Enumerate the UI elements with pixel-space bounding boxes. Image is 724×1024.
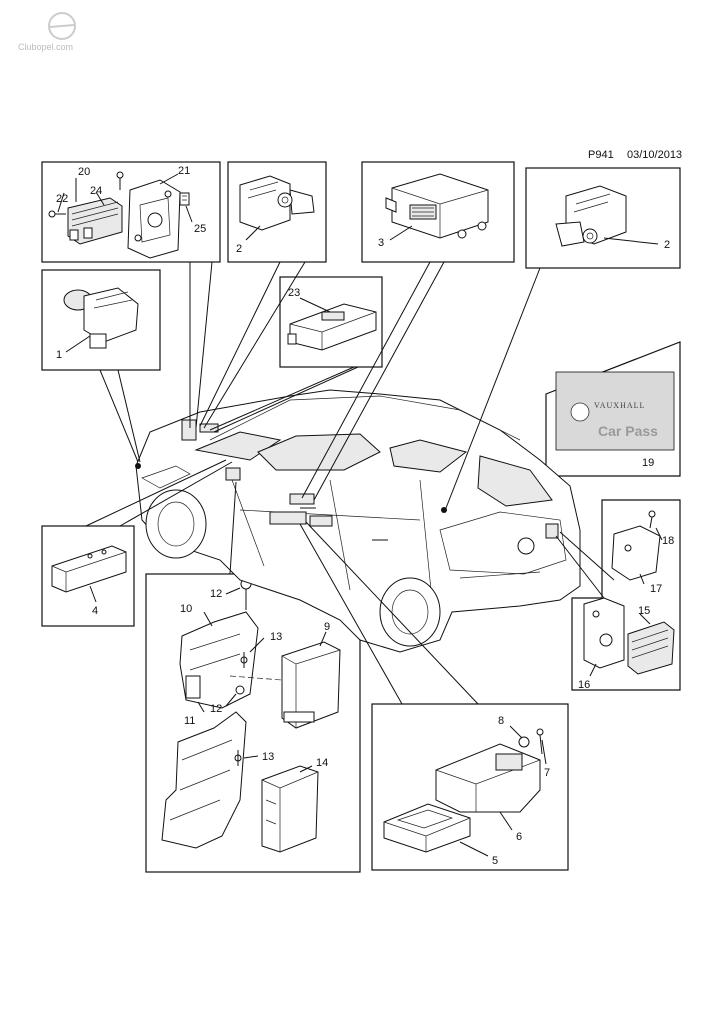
screw-22-shape <box>48 210 66 218</box>
callout-18: 18 <box>662 535 674 547</box>
watermark-text: Clubopel.com <box>18 42 73 52</box>
callout-21: 21 <box>178 165 190 177</box>
box-parts-15-18: 18 17 15 16 <box>571 499 681 691</box>
bracket-16-shape <box>583 597 625 669</box>
callout-1: 1 <box>56 349 62 361</box>
sensor-1-shape <box>63 287 139 349</box>
diagram-code: P941 <box>588 149 614 161</box>
module-14-shape <box>261 765 319 853</box>
car-component-23 <box>199 423 219 433</box>
callout-12-bottom: 12 <box>210 703 222 715</box>
vauxhall-griffin-icon <box>570 402 590 422</box>
module-5-shape <box>383 803 471 853</box>
car-component-front <box>181 419 197 441</box>
module-23-shape <box>287 303 377 351</box>
box-part-2-right: 2 <box>525 167 681 269</box>
callout-19: 19 <box>642 457 654 469</box>
callout-2-right: 2 <box>664 239 670 251</box>
nut-8-shape <box>518 736 530 748</box>
sensor-2-left-shape <box>239 175 315 231</box>
callout-2-left: 2 <box>236 243 242 255</box>
car-pass-title: Car Pass <box>598 423 658 439</box>
box-parts-20-25: 20 21 22 24 25 <box>41 161 221 263</box>
callout-11: 11 <box>184 715 195 727</box>
module-3-shape <box>385 173 489 239</box>
callout-15: 15 <box>638 605 650 617</box>
screw-7-shape <box>536 728 544 755</box>
car-component-centre-top <box>289 493 315 505</box>
bolt-13-bottom-shape <box>234 750 242 766</box>
callout-5: 5 <box>492 855 498 867</box>
callout-20: 20 <box>78 166 90 178</box>
box-part-23: 23 <box>279 276 383 368</box>
bracket-6-shape <box>435 743 541 813</box>
leader-lines <box>85 261 615 705</box>
car-pass-brand: VAUXHALL <box>594 401 645 410</box>
car-component-centre-right <box>309 515 333 527</box>
callout-9: 9 <box>324 621 330 633</box>
callout-7: 7 <box>544 767 550 779</box>
car-component-centre-bottom <box>269 511 307 525</box>
screw-20-shape <box>116 171 124 190</box>
nut-12-mid-shape <box>235 685 245 695</box>
callout-25: 25 <box>194 223 206 235</box>
watermark-logo: Clubopel.com <box>18 12 76 52</box>
callout-13-bottom: 13 <box>262 751 274 763</box>
car-component-rear <box>545 523 559 539</box>
callout-13-top: 13 <box>270 631 282 643</box>
box-part-3: 3 <box>361 161 515 263</box>
callout-22: 22 <box>56 193 68 205</box>
callout-12-top: 12 <box>210 588 222 600</box>
diagram-date: 03/10/2013 <box>627 149 682 161</box>
callout-23: 23 <box>288 287 300 299</box>
car-component-1 <box>135 463 141 469</box>
sensor-2-right-shape <box>555 185 627 247</box>
callout-16: 16 <box>578 679 590 691</box>
box-part-4: 4 <box>41 525 135 627</box>
bracket-11-shape <box>161 711 247 849</box>
box-part-19: VAUXHALL Car Pass 19 <box>545 341 681 477</box>
box-parts-5-8: 8 7 6 5 <box>371 703 569 871</box>
bracket-21-shape <box>127 179 181 259</box>
bracket-10-shape <box>179 611 259 709</box>
screw-18-shape <box>648 510 656 529</box>
box-part-1: 1 <box>41 269 161 371</box>
bolt-13-top-shape <box>240 652 248 668</box>
module-9-shape <box>281 641 341 729</box>
module-15-shape <box>627 621 675 675</box>
callout-6: 6 <box>516 831 522 843</box>
module-24-shape <box>67 197 123 245</box>
callout-4: 4 <box>92 605 98 617</box>
module-4-shape <box>51 545 127 593</box>
callout-10: 10 <box>180 603 192 615</box>
callout-17: 17 <box>650 583 662 595</box>
box-part-2-left: 2 <box>227 161 327 263</box>
car-component-door <box>225 467 241 481</box>
callout-3: 3 <box>378 237 384 249</box>
box-parts-9-14: 12 10 13 9 12 11 13 14 <box>145 573 361 873</box>
callout-24: 24 <box>90 185 102 197</box>
car-illustration <box>135 389 581 653</box>
clip-25-shape <box>179 192 190 206</box>
bracket-17-shape <box>611 525 661 581</box>
callout-14: 14 <box>316 757 328 769</box>
car-component-2-right <box>441 507 447 513</box>
callout-8: 8 <box>498 715 504 727</box>
